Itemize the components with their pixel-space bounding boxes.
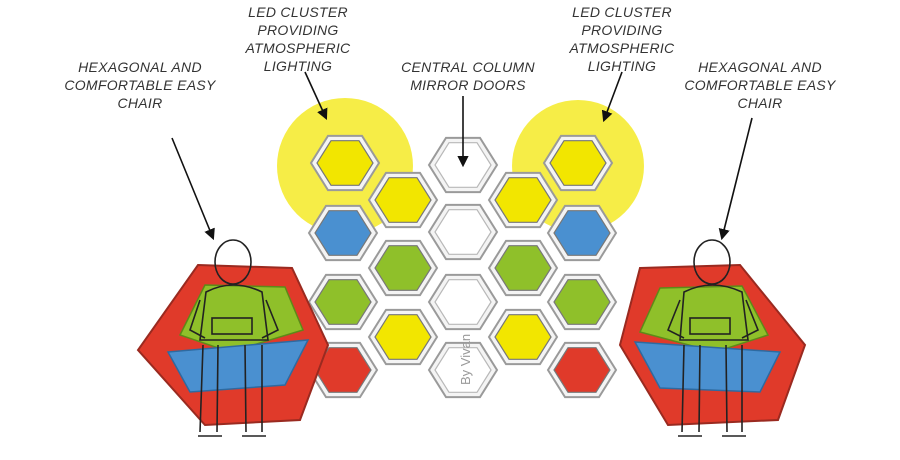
hex-led-left xyxy=(316,140,374,186)
hex-wall xyxy=(307,134,618,399)
hex-left-green-2 xyxy=(314,279,372,325)
label-led-cluster-left: LED CLUSTER PROVIDING ATMOSPHERIC LIGHTI… xyxy=(245,4,351,74)
label-central-column: CENTRAL COLUMN MIRROR DOORS xyxy=(401,59,535,93)
hex-left-green-1 xyxy=(374,245,432,291)
hex-mirror-door-4 xyxy=(434,347,492,393)
hex-left-yellow-2 xyxy=(374,314,432,360)
label-easy-chair-left: HEXAGONAL AND COMFORTABLE EASY CHAIR xyxy=(64,59,216,111)
hex-led-right xyxy=(549,140,607,186)
hex-right-blue xyxy=(553,210,611,256)
hex-right-yellow-2 xyxy=(494,314,552,360)
arrow-led-left xyxy=(304,71,328,121)
arrow-chair-right xyxy=(718,117,753,241)
hex-right-green-2 xyxy=(553,279,611,325)
chair-left xyxy=(136,239,330,437)
hex-mirror-door-2 xyxy=(434,209,492,255)
chair-right xyxy=(618,239,807,437)
label-led-cluster-right: LED CLUSTER PROVIDING ATMOSPHERIC LIGHTI… xyxy=(569,4,675,74)
hex-left-blue xyxy=(314,210,372,256)
hex-left-yellow-1 xyxy=(374,177,432,223)
person-sketch-left xyxy=(189,239,280,437)
person-sketch-right xyxy=(666,239,760,437)
arrow-chair-left xyxy=(171,137,215,241)
hex-mirror-door-3 xyxy=(434,279,492,325)
watermark: By Vivan xyxy=(458,334,473,385)
label-easy-chair-right: HEXAGONAL AND COMFORTABLE EASY CHAIR xyxy=(684,59,836,111)
hex-right-green-1 xyxy=(494,245,552,291)
hex-right-red xyxy=(553,347,611,393)
hex-right-yellow-1 xyxy=(494,177,552,223)
arrow-led-right xyxy=(601,71,623,123)
chair-right-blue-cushion xyxy=(633,341,782,393)
